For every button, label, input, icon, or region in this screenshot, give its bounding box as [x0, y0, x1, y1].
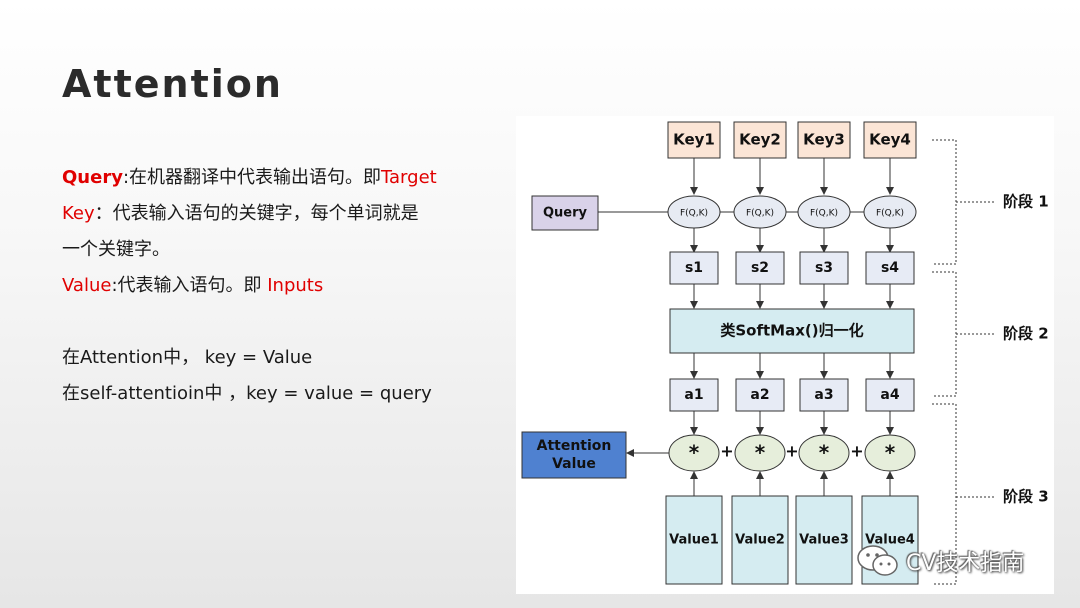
query-text: :在机器翻译中代表输出语句。即 [122, 167, 382, 188]
page-title: Attention [62, 62, 283, 106]
score-label: s1 [685, 260, 703, 276]
stage-2-bracket [932, 271, 957, 397]
key-line-2: 一个关键字。 [62, 232, 482, 268]
value-line: Value:代表输入语句。即 Inputs [62, 268, 482, 304]
value-label: Value [62, 275, 112, 296]
note-line-1: 在Attention中， key = Value [62, 347, 313, 368]
stage-label: 阶段 2 [1003, 325, 1049, 343]
wechat-icon [857, 545, 898, 576]
f-node-label: F(Q,K) [746, 209, 774, 219]
score-label: s4 [881, 260, 899, 276]
score-box [865, 251, 915, 285]
query-line: Query:在机器翻译中代表输出语句。即Target [62, 160, 482, 196]
key-line: Key：代表输入语句的关键字，每个单词就是 [62, 196, 482, 232]
softmax-box [669, 308, 915, 354]
weight-label: a1 [684, 387, 703, 403]
weight-box [735, 378, 785, 412]
query-label: Query [62, 167, 123, 188]
key-text: ：代表输入语句的关键字，每个单词就是 [94, 203, 419, 224]
key-label: Key [62, 203, 95, 224]
query-label: Query [543, 206, 588, 221]
text-block: Query:在机器翻译中代表输出语句。即Target Key：代表输入语句的关键… [62, 160, 482, 412]
value-box [665, 495, 723, 585]
query-target: Target [381, 167, 437, 188]
f-node-label: F(Q,K) [680, 209, 708, 219]
stage-label: 阶段 1 [1003, 193, 1049, 211]
note-line-2: 在self-attentioin中 ，key = value = query [62, 383, 432, 404]
spacer [62, 304, 482, 340]
value-label: Value3 [799, 533, 849, 548]
score-box [799, 251, 849, 285]
multiply-label: * [755, 441, 766, 465]
key-text-2: 一个关键字。 [62, 239, 170, 260]
multiply-label: * [689, 441, 700, 465]
multiply-label: * [819, 441, 830, 465]
watermark: CV技术指南 [856, 543, 1024, 579]
query-box [531, 195, 599, 231]
value-box [795, 495, 853, 585]
stage-1-bracket [932, 139, 957, 265]
key-box [733, 121, 787, 159]
f-node-label: F(Q,K) [876, 209, 904, 219]
score-label: s3 [815, 260, 833, 276]
score-box [669, 251, 719, 285]
score-label: s2 [751, 260, 769, 276]
plus-label: + [850, 442, 863, 461]
weight-box [669, 378, 719, 412]
value-inputs: Inputs [267, 275, 324, 296]
key-label: Key3 [803, 131, 845, 149]
plus-label: + [720, 442, 733, 461]
watermark-text: CV技术指南 [906, 551, 1025, 576]
multiply-label: * [885, 441, 896, 465]
attention-value-label: Value [552, 456, 596, 472]
attention-value-box [521, 431, 627, 479]
value-label: Value4 [865, 533, 915, 548]
key-box [797, 121, 851, 159]
value-label: Value2 [735, 533, 785, 548]
weight-label: a4 [880, 387, 899, 403]
plus-label: + [785, 442, 798, 461]
value-text: :代表输入语句。即 [111, 275, 268, 296]
key-label: Key4 [869, 131, 911, 149]
stage-label: 阶段 3 [1003, 488, 1049, 506]
softmax-label: 类SoftMax()归一化 [720, 322, 863, 340]
weight-box [799, 378, 849, 412]
stage-3-bracket [932, 403, 957, 585]
weight-label: a3 [814, 387, 833, 403]
value-label: Value1 [669, 533, 719, 548]
key-label: Key2 [739, 131, 781, 149]
key-label: Key1 [673, 131, 715, 149]
weight-label: a2 [750, 387, 769, 403]
attention-value-label: Attention [537, 438, 612, 454]
key-box [667, 121, 721, 159]
score-box [735, 251, 785, 285]
f-node-label: F(Q,K) [810, 209, 838, 219]
